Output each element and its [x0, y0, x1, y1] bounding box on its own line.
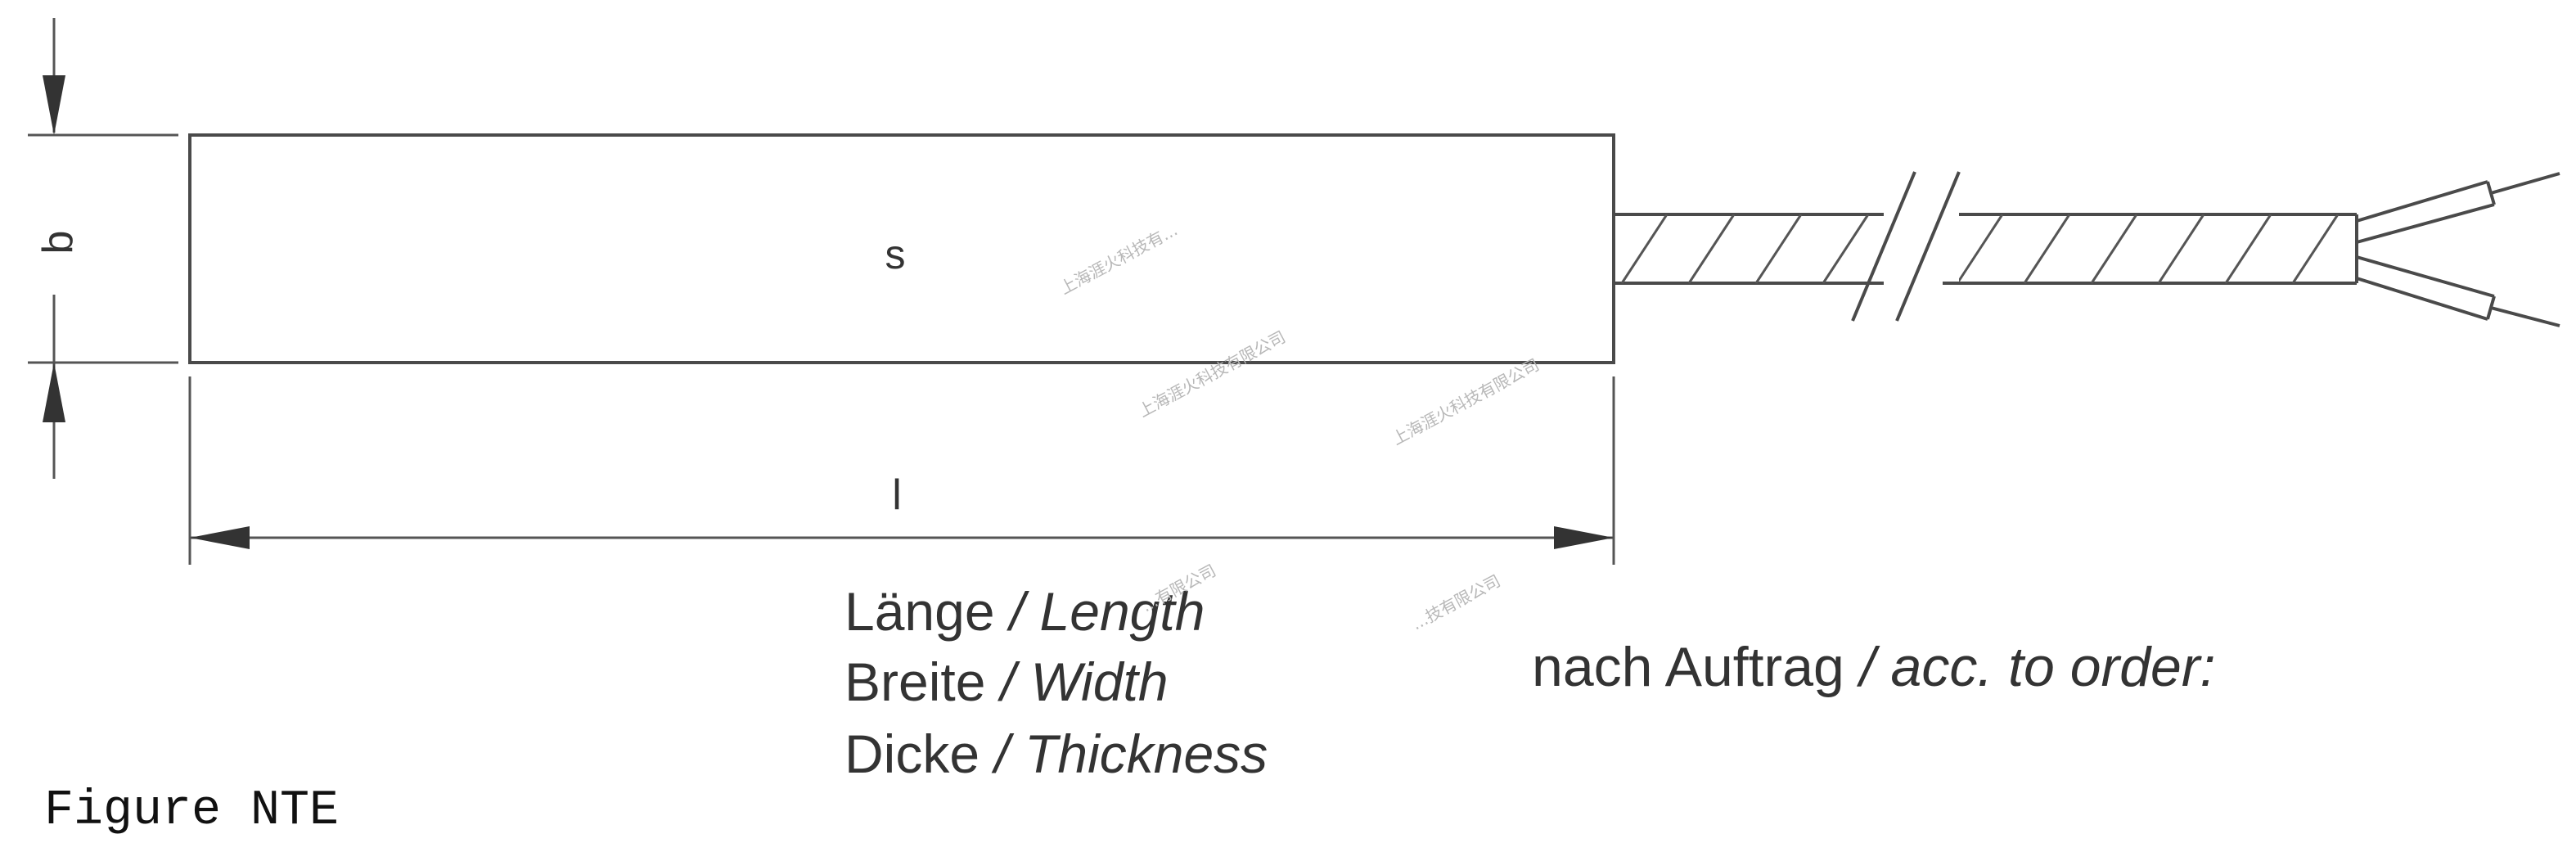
watermarks: 上海涯火科技有... 上海涯火科技有限公司 上海涯火科技有限公司 ...有限公司… — [1056, 220, 1542, 634]
cartridge-body — [188, 133, 1615, 364]
legend-width: Breite / Width — [844, 651, 1169, 712]
dimension-l — [188, 376, 1615, 565]
watermark: 上海涯火科技有... — [1056, 220, 1181, 299]
lead-wires — [2356, 172, 2560, 327]
dimension-legend: Länge / Length Breite / Width Dicke / Th… — [844, 581, 1268, 784]
figure-caption: Figure NTE — [44, 783, 339, 839]
dimension-l-label: l — [892, 471, 902, 519]
cable — [1614, 171, 2358, 322]
dimension-b — [28, 18, 178, 479]
dimension-b-label: b — [34, 231, 82, 255]
watermark: ...技有限公司 — [1408, 570, 1503, 633]
legend-thickness: Dicke / Thickness — [844, 724, 1268, 784]
legend-length: Länge / Length — [844, 581, 1205, 642]
order-note: nach Auftrag / acc. to order: — [1532, 636, 2215, 698]
watermark: 上海涯火科技有限公司 — [1135, 327, 1289, 421]
watermark: 上海涯火科技有限公司 — [1389, 354, 1542, 449]
dimension-s-label: s — [885, 232, 906, 277]
